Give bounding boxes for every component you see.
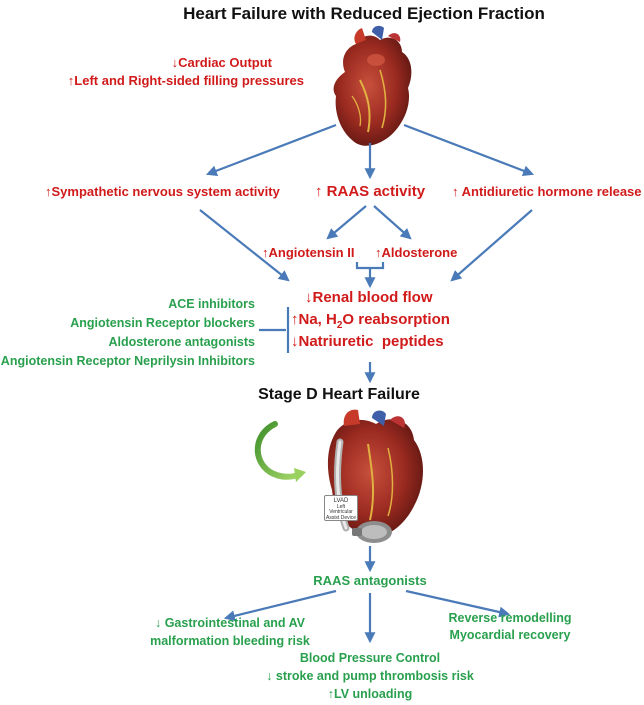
therapy-item: Aldosterone antagonists xyxy=(108,335,255,349)
lvad-label-line: Left Ventricular xyxy=(329,503,353,516)
diagram-title: Heart Failure with Reduced Ejection Frac… xyxy=(183,4,545,23)
raas-activity: ↑ RAAS activity xyxy=(315,183,426,200)
therapy-item: ACE inhibitors xyxy=(168,297,255,311)
stage-d-heading: Stage D Heart Failure xyxy=(258,386,420,403)
angiotensin-ii: ↑Angiotensin II xyxy=(262,245,355,260)
top-effects-line: ↑Left and Right-sided filling pressures xyxy=(67,73,304,88)
lvad-label-line: LVAD xyxy=(333,498,349,504)
reabsorption-text-suffix: O reabsorption xyxy=(342,311,450,328)
sodium-water-reabsorption: ↑Na, H2O reabsorption xyxy=(291,311,450,332)
top-effects-line: ↓Cardiac Output xyxy=(171,55,272,70)
heart-illustration-top xyxy=(333,25,412,146)
heart-illustration-lvad xyxy=(327,409,423,543)
aldosterone: ↑Aldosterone xyxy=(375,245,458,260)
natriuretic-peptides: ↓Natriuretic peptides xyxy=(291,333,444,350)
bp-control-line: ↓ stroke and pump thrombosis risk xyxy=(266,669,474,683)
sympathetic-activity: ↑Sympathetic nervous system activity xyxy=(45,184,280,199)
raas-antagonists: RAAS antagonists xyxy=(313,573,427,588)
remodelling-line: Reverse remodelling xyxy=(448,611,572,625)
bp-control-line: Blood Pressure Control xyxy=(299,651,441,665)
adh-release: ↑ Antidiuretic hormone release xyxy=(452,184,642,199)
reabsorption-text-prefix: ↑Na, H xyxy=(291,311,337,328)
bleeding-risk-line: malformation bleeding risk xyxy=(150,634,310,648)
bleeding-risk-line: ↓ Gastrointestinal and AV xyxy=(154,616,306,630)
reabsorption-text-subscript: 2 xyxy=(336,320,343,331)
lvad-label-line: Assist Device xyxy=(325,514,356,521)
remodelling-line: Myocardial recovery xyxy=(449,628,571,642)
therapy-item: Angiotensin Receptor Neprilysin Inhibito… xyxy=(0,354,255,368)
renal-blood-flow: ↓Renal blood flow xyxy=(305,289,433,306)
lvad-device-label: LVAD Left Ventricular Assist Device xyxy=(324,495,358,521)
bp-control-line: ↑LV unloading xyxy=(327,687,413,701)
therapy-item: Angiotensin Receptor blockers xyxy=(70,316,255,330)
